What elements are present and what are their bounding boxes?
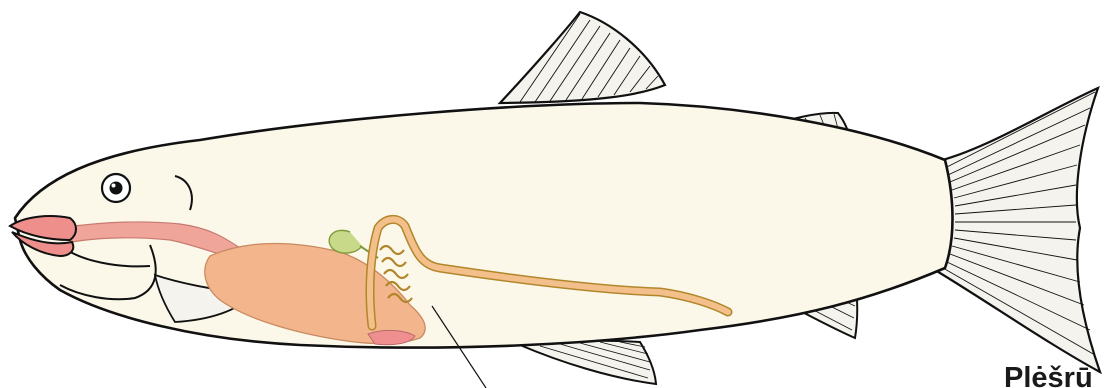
dorsal-fin — [500, 12, 665, 103]
tail-fin — [935, 88, 1100, 372]
eye — [102, 174, 130, 202]
lips — [10, 216, 76, 256]
organ-label: Plėšrū — [1004, 362, 1093, 388]
pelvic-fin — [520, 341, 656, 384]
